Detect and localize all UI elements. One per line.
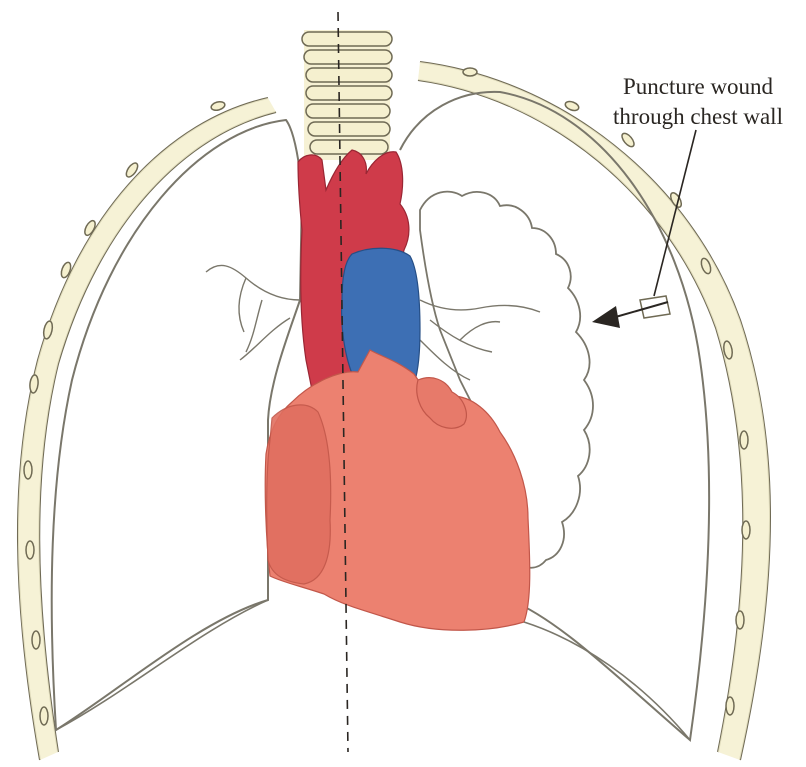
- left-lung: [52, 120, 302, 730]
- diaphragm-right: [524, 622, 690, 740]
- heart-left-atrium: [267, 405, 331, 584]
- puncture-label-line1: Puncture wound: [590, 72, 806, 102]
- tracheal-rings: [302, 32, 392, 154]
- puncture-label: Puncture wound through chest wall: [590, 72, 806, 132]
- puncture-label-line2: through chest wall: [590, 102, 806, 132]
- trachea: [302, 30, 392, 160]
- puncture-wound: [640, 296, 670, 318]
